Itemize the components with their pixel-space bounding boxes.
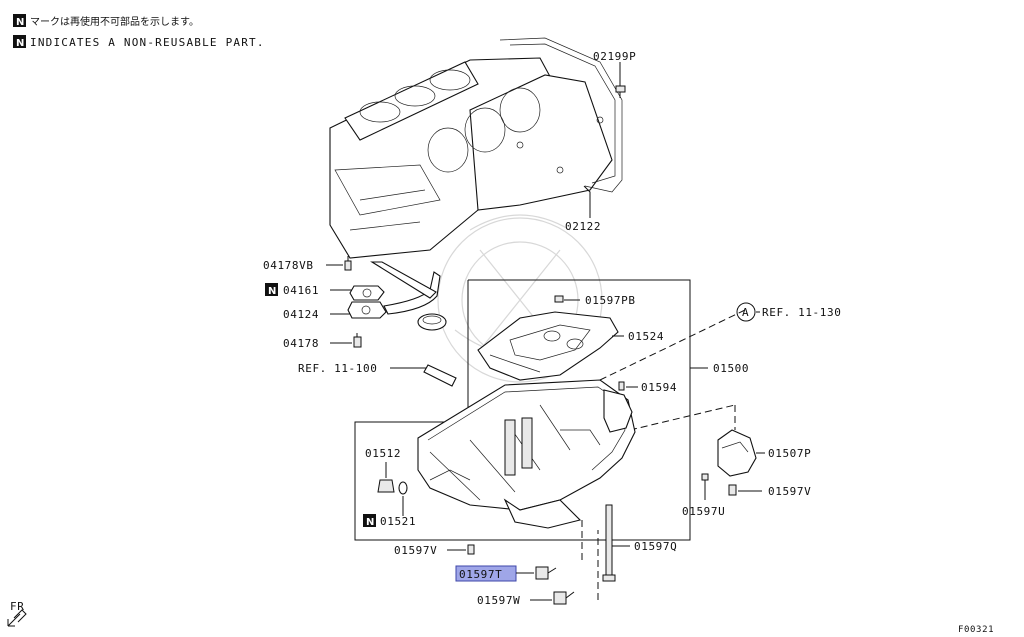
bolt-04178-icon	[353, 333, 362, 348]
part-label-04161[interactable]: 04161	[283, 284, 319, 297]
bolt-01597U-icon	[701, 473, 709, 481]
part-label-04178VB[interactable]: 04178VB	[263, 259, 314, 272]
legend-japanese: マークは再使用不可部品を示します。	[30, 15, 199, 28]
legend-badge-text: N	[16, 38, 24, 49]
dowel-pin-01594-icon	[618, 381, 625, 391]
bolt-01597T-icon	[535, 566, 557, 580]
legend-badge-text: N	[16, 17, 24, 28]
gasket-01521-icon	[398, 481, 408, 495]
part-label-01512[interactable]: 01512	[365, 447, 401, 460]
non-reusable-badge-icon	[363, 514, 376, 527]
part-label-01597T[interactable]: 01597T	[459, 568, 502, 581]
bolt-02199P-icon	[615, 85, 626, 98]
front-arrow-icon	[7, 609, 27, 627]
part-label-01521[interactable]: 01521	[380, 515, 416, 528]
part-label-01524[interactable]: 01524	[628, 330, 664, 343]
part-label-01597V-bottom[interactable]: 01597V	[394, 544, 437, 557]
bolt-01597V-bottom-icon	[467, 544, 475, 555]
non-reusable-badge-text: N	[366, 517, 374, 528]
non-reusable-badge-text: N	[268, 286, 276, 297]
oil-pan-01500-icon	[417, 379, 636, 529]
cover-01507P-icon	[717, 429, 757, 477]
part-label-04124[interactable]: 04124	[283, 308, 319, 321]
bolt-01597W-icon	[553, 591, 575, 605]
legend: N マークは再使用不可部品を示します。 N INDICATES A NON-RE…	[13, 14, 265, 49]
bolt-01597PB-icon	[554, 295, 564, 303]
baffle-plate-01524-icon	[477, 311, 619, 381]
part-label-01507P[interactable]: 01507P	[768, 447, 811, 460]
long-bolt-01597Q-icon	[602, 504, 616, 582]
ref-label-11-100[interactable]: REF. 11-100	[298, 362, 377, 375]
ref-label-11-130[interactable]: REF. 11-130	[762, 306, 841, 319]
part-label-01500[interactable]: 01500	[713, 362, 749, 375]
oil-strainer-04124-icon	[347, 261, 447, 331]
part-label-04178[interactable]: 04178	[283, 337, 319, 350]
gasket-04161-icon	[349, 285, 385, 301]
part-label-01597W[interactable]: 01597W	[477, 594, 520, 607]
callout-circle-A-icon	[736, 302, 756, 322]
legend-english: INDICATES A NON-REUSABLE PART.	[30, 36, 265, 49]
drain-plug-01512-icon	[377, 479, 395, 493]
non-reusable-badge-icon	[13, 14, 26, 27]
oil-level-gauge-pipe-icon	[423, 364, 457, 387]
front-indicator: FR	[10, 600, 24, 613]
non-reusable-badge-icon	[13, 35, 26, 48]
part-label-01597V-right[interactable]: 01597V	[768, 485, 811, 498]
part-label-02122[interactable]: 02122	[565, 220, 601, 233]
part-label-01597Q[interactable]: 01597Q	[634, 540, 677, 553]
part-label-01597PB[interactable]: 01597PB	[585, 294, 636, 307]
figure-code: F00321	[958, 625, 994, 635]
part-label-01597U[interactable]: 01597U	[682, 505, 725, 518]
callout-letter-A: A	[742, 306, 749, 319]
non-reusable-badge-icon	[265, 283, 278, 296]
bolt-04178VB-icon	[344, 256, 352, 271]
part-label-02199P[interactable]: 02199P	[593, 50, 636, 63]
engine-block	[329, 37, 623, 259]
part-label-01594[interactable]: 01594	[641, 381, 677, 394]
bolt-01597V-right-icon	[728, 484, 737, 496]
